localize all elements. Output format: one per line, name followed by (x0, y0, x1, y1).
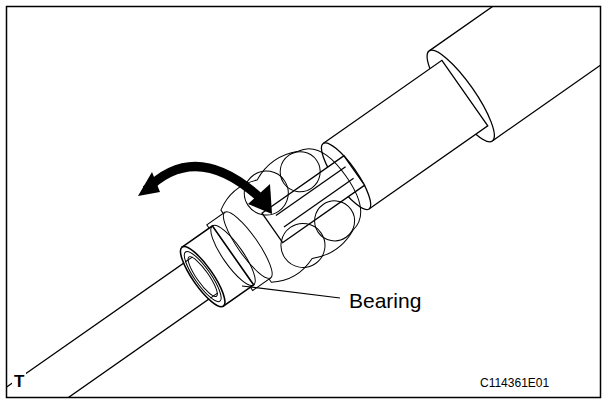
figure-code: C114361E01 (478, 376, 551, 390)
leader-line (242, 286, 340, 298)
figure-frame (7, 7, 601, 398)
part-name: Bearing (347, 289, 423, 312)
corner-mark: T (12, 372, 26, 391)
